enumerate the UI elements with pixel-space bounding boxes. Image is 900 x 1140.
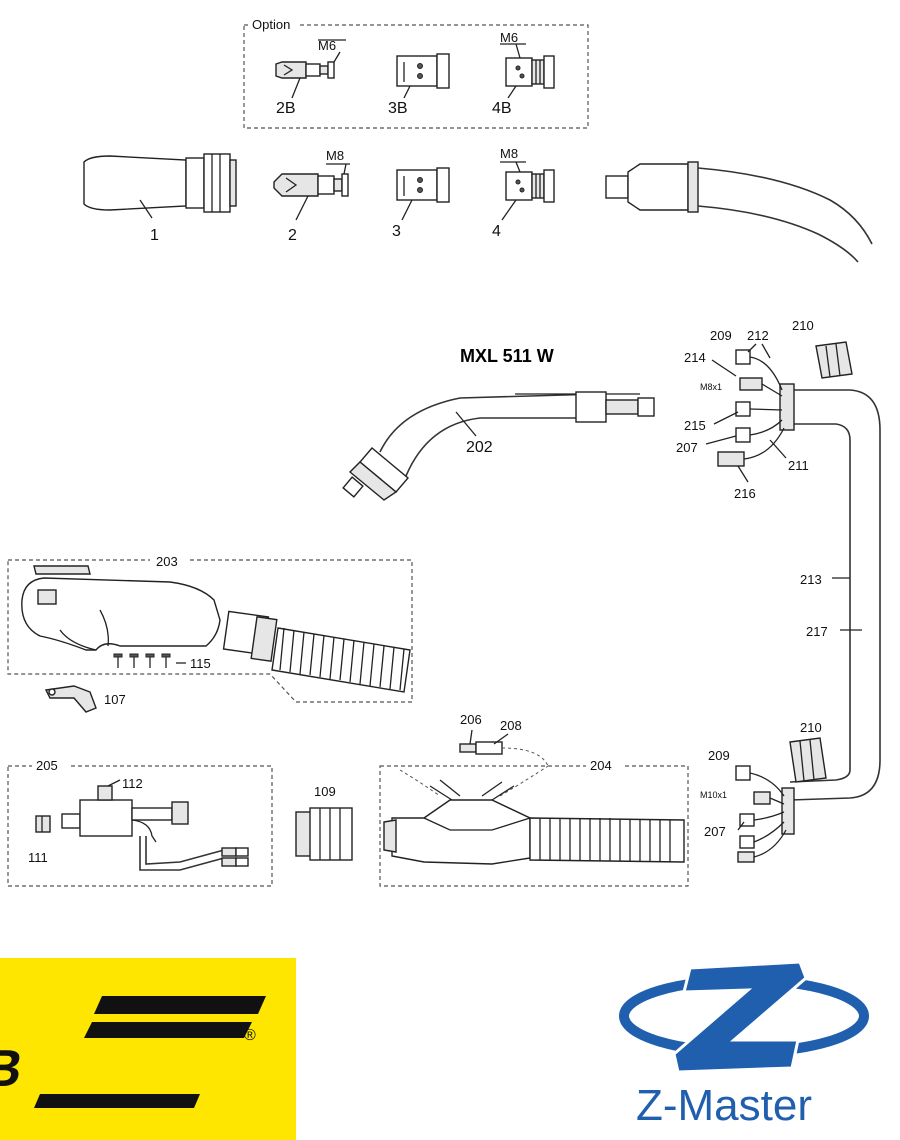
part-4b-drawing [500, 43, 555, 99]
label-211: 211 [788, 458, 809, 473]
label-111: 111 [28, 850, 48, 865]
part-107-trigger [44, 685, 97, 713]
label-2b: 2B [276, 100, 296, 117]
m8-label-2: M8 [326, 148, 344, 163]
label-4: 4 [492, 223, 501, 240]
label-107: 107 [104, 692, 126, 707]
neck-202-drawing [342, 391, 655, 501]
option-group: Option M6 2B 3B [243, 17, 589, 129]
label-208: 208 [500, 718, 522, 733]
handle-203-box [7, 559, 413, 703]
zmaster-logo: Z-Master [619, 960, 869, 1130]
label-207-bottom: 207 [704, 824, 726, 839]
m6-label-2b: M6 [318, 38, 336, 53]
label-112: 112 [122, 776, 143, 791]
neck-end-drawing [605, 161, 873, 263]
label-3: 3 [392, 223, 401, 240]
esab-logo: ESAB ® [0, 958, 296, 1140]
part-2-adaptor [273, 163, 350, 221]
esab-stripe-bottom [34, 1094, 200, 1108]
label-215: 215 [684, 418, 706, 433]
label-202: 202 [466, 439, 493, 456]
label-2: 2 [288, 227, 297, 244]
label-m10x1: M10x1 [700, 790, 727, 800]
label-213: 213 [800, 572, 822, 587]
label-210-bottom: 210 [800, 720, 822, 735]
m8-label-4: M8 [500, 146, 518, 161]
model-title: MXL 511 W [460, 346, 554, 366]
front-parts-row: 1 M8 2 3 [83, 146, 873, 263]
part-4-holder [500, 161, 555, 221]
label-203: 203 [156, 554, 178, 569]
zmaster-logo-text: Z-Master [636, 1081, 812, 1130]
label-207-top: 207 [676, 440, 698, 455]
support-204-box [379, 765, 689, 887]
handle-203-group [7, 558, 413, 703]
valve-205-group [7, 758, 273, 887]
valve-205-box [7, 765, 273, 887]
screws-115 [113, 653, 186, 668]
label-115: 115 [190, 656, 211, 671]
label-209-top: 209 [710, 328, 732, 343]
label-210-top: 210 [792, 318, 814, 333]
esab-registered-mark: ® [244, 1027, 256, 1044]
part-1-nozzle [83, 153, 237, 219]
part-3-insulator [396, 167, 450, 221]
lower-connection-drawing [735, 737, 827, 863]
option-label: Option [252, 17, 290, 32]
label-217: 217 [806, 624, 828, 639]
upper-connection-drawing [705, 341, 881, 801]
label-206: 206 [460, 712, 482, 727]
label-205: 205 [36, 758, 58, 773]
label-4b: 4B [492, 100, 512, 117]
part-2b-drawing [275, 39, 346, 99]
support-204-group [379, 729, 689, 887]
label-209-bottom: 209 [708, 748, 730, 763]
esab-stripe-mid [84, 1022, 252, 1038]
label-212: 212 [747, 328, 769, 343]
label-m8x1: M8x1 [700, 382, 722, 392]
label-204: 204 [590, 758, 612, 773]
m6-label-4b: M6 [500, 30, 518, 45]
zmaster-logo-z-mark [672, 960, 808, 1074]
part-3b-drawing [396, 53, 450, 99]
label-216: 216 [734, 486, 756, 501]
option-label-bg [250, 17, 298, 31]
part-109-nut [295, 807, 353, 861]
label-1: 1 [150, 227, 159, 244]
esab-logo-background [0, 958, 296, 1140]
option-box [243, 24, 589, 129]
label-3b: 3B [388, 100, 408, 117]
label-214: 214 [684, 350, 706, 365]
label-109: 109 [314, 784, 336, 799]
esab-stripe-top [94, 996, 266, 1014]
